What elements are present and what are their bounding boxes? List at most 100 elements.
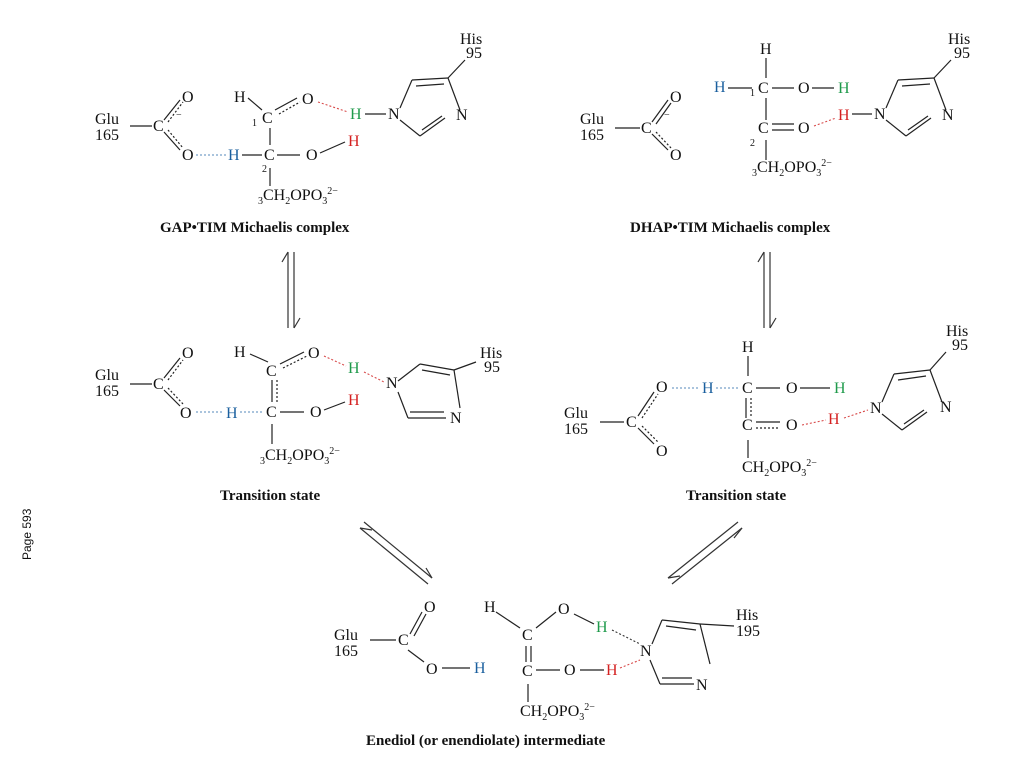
svg-text:1: 1 [750, 88, 755, 99]
equilibrium-arrow-diag-left [359, 521, 433, 585]
svg-text:H: H [234, 89, 246, 106]
svg-text:N: N [870, 400, 882, 417]
svg-text:O: O [798, 80, 810, 97]
glu-number: 165 [95, 383, 119, 400]
svg-text:O: O [564, 662, 576, 679]
caption-dhap: DHAP•TIM Michaelis complex [630, 220, 831, 236]
svg-text:C: C [758, 80, 769, 97]
svg-text:H: H [742, 339, 754, 356]
his-number: 195 [736, 623, 760, 640]
dhap-tim-complex: Glu 165 C O O − H H 1 C O H C 2 O H N [580, 31, 970, 236]
svg-text:−: − [176, 110, 182, 121]
svg-text:O: O [302, 91, 314, 108]
svg-text:C: C [522, 663, 533, 680]
equilibrium-arrow-left [281, 251, 301, 329]
svg-text:C: C [153, 118, 164, 135]
svg-text:H: H [714, 79, 726, 96]
svg-text:O: O [182, 147, 194, 164]
svg-text:3CH2OPO32−: 3CH2OPO32− [260, 446, 340, 467]
svg-text:2: 2 [750, 138, 755, 149]
svg-text:CH2OPO32−: CH2OPO32− [742, 458, 817, 479]
his-number: 95 [954, 45, 970, 62]
enediol-intermediate: Glu 165 C O O H H C O H C O H N N [334, 599, 760, 749]
svg-text:C: C [398, 632, 409, 649]
svg-text:C: C [264, 147, 275, 164]
svg-text:H: H [348, 360, 360, 377]
svg-text:H: H [484, 599, 496, 616]
svg-text:C: C [262, 110, 273, 127]
svg-text:O: O [180, 405, 192, 422]
svg-text:O: O [426, 661, 438, 678]
caption-gap: GAP•TIM Michaelis complex [160, 220, 350, 236]
svg-text:C: C [758, 120, 769, 137]
svg-text:H: H [760, 41, 772, 58]
his-number: 95 [952, 337, 968, 354]
svg-text:H: H [596, 619, 608, 636]
svg-text:1: 1 [252, 118, 257, 129]
svg-text:C: C [641, 120, 652, 137]
glu-label: Glu [564, 405, 588, 422]
his-label: His [946, 323, 968, 340]
glu-number: 165 [580, 127, 604, 144]
svg-text:O: O [558, 601, 570, 618]
svg-text:N: N [456, 107, 468, 124]
svg-text:N: N [874, 106, 886, 123]
svg-text:CH2OPO32−: CH2OPO32− [520, 702, 595, 723]
his-number: 95 [484, 359, 500, 376]
svg-text:O: O [308, 345, 320, 362]
svg-text:O: O [798, 120, 810, 137]
svg-text:C: C [266, 363, 277, 380]
svg-text:C: C [742, 417, 753, 434]
caption-enediol: Enediol (or enendiolate) intermediate [366, 733, 606, 749]
svg-text:H: H [474, 660, 486, 677]
svg-text:H: H [834, 380, 846, 397]
svg-text:H: H [234, 344, 246, 361]
svg-text:C: C [626, 414, 637, 431]
svg-text:N: N [388, 106, 400, 123]
svg-text:O: O [656, 443, 668, 460]
svg-text:N: N [450, 410, 462, 427]
his-label: His [480, 345, 502, 362]
svg-text:N: N [640, 643, 652, 660]
svg-text:N: N [386, 375, 398, 392]
gap-tim-complex: Glu 165 C O O − H C 2 O H C 1 H O H N [95, 31, 482, 236]
svg-text:H: H [348, 133, 360, 150]
his-label: His [736, 607, 758, 624]
transition-state-right: Glu 165 C O O H C O H H C O H N [564, 323, 968, 504]
svg-text:O: O [786, 417, 798, 434]
glu-number: 165 [95, 127, 119, 144]
svg-text:O: O [310, 404, 322, 421]
svg-text:H: H [348, 392, 360, 409]
svg-text:O: O [306, 147, 318, 164]
svg-text:N: N [696, 677, 708, 694]
svg-text:H: H [828, 411, 840, 428]
glu-label: Glu [334, 627, 358, 644]
svg-text:C: C [522, 627, 533, 644]
svg-text:H: H [350, 106, 362, 123]
svg-text:O: O [670, 89, 682, 106]
svg-text:O: O [670, 147, 682, 164]
caption-ts-left: Transition state [220, 488, 320, 504]
svg-text:2: 2 [262, 164, 267, 175]
svg-text:−: − [664, 110, 670, 121]
his-number: 95 [466, 45, 482, 62]
his-label: His [948, 31, 970, 48]
transition-state-left: Glu 165 C O O H C O H C H O H N [95, 344, 502, 504]
glu-label: Glu [95, 367, 119, 384]
equilibrium-arrow-right [757, 251, 777, 329]
svg-text:O: O [424, 599, 436, 616]
svg-text:C: C [266, 404, 277, 421]
svg-text:H: H [838, 80, 850, 97]
svg-text:C: C [742, 380, 753, 397]
equilibrium-arrow-diag-right [667, 521, 743, 585]
svg-text:3CH2OPO32−: 3CH2OPO32− [752, 158, 832, 179]
caption-ts-right: Transition state [686, 488, 786, 504]
svg-text:N: N [942, 107, 954, 124]
svg-text:3CH2OPO32−: 3CH2OPO32− [258, 186, 338, 207]
svg-text:H: H [606, 662, 618, 679]
svg-text:H: H [838, 107, 850, 124]
his-label: His [460, 31, 482, 48]
svg-text:O: O [656, 379, 668, 396]
svg-text:O: O [182, 89, 194, 106]
svg-text:O: O [786, 380, 798, 397]
